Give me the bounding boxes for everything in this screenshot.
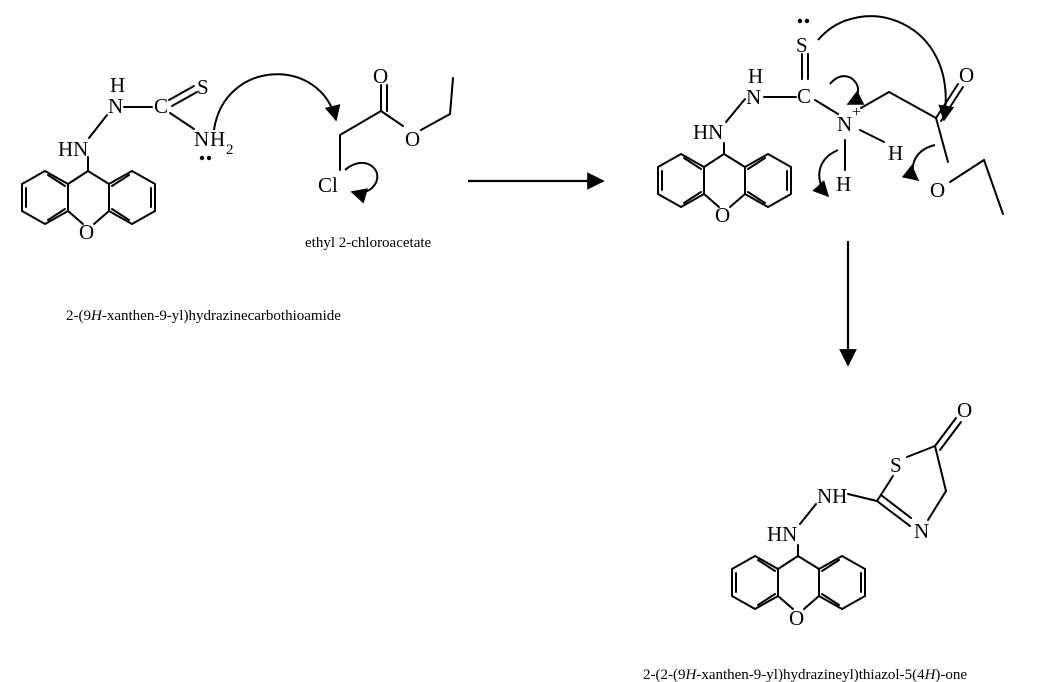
product-caption-part: 2-(2-(9 xyxy=(643,667,685,682)
nh-n-label-intermediate: N xyxy=(746,85,761,109)
hydrogen-label-right: H xyxy=(888,141,903,165)
chlorine-label: Cl xyxy=(318,173,338,197)
product-caption: 2-(2-(9H-xanthen-9-yl)hydrazineyl)thiazo… xyxy=(643,667,967,682)
reactant-thiosemicarbazide: O HN N H C S N H 2 xyxy=(21,73,234,244)
hn-label-product: HN xyxy=(767,522,797,546)
ring-sulfur-label: S xyxy=(890,453,902,477)
curly-arrow-nucleophilic-attack xyxy=(213,73,341,131)
curly-arrow-cn-bond xyxy=(829,75,865,105)
curly-arrow-chloride-leaving xyxy=(344,162,379,204)
intermediate-structure: O HN N H C S N + O O H H xyxy=(657,15,1004,227)
nh-label-product: NH xyxy=(817,484,847,508)
positive-charge: + xyxy=(852,104,861,121)
sulfur-label-reactant: S xyxy=(197,75,209,99)
lone-pair-dot xyxy=(199,155,205,161)
reactant2-caption: ethyl 2-chloroacetate xyxy=(305,235,432,251)
hydrogen-label-bottom: H xyxy=(836,172,851,196)
reactant1-caption-part: -xanthen-9-yl)hydrazinecarbothioamide xyxy=(102,308,341,324)
ring-nitrogen-label: N xyxy=(914,519,929,543)
reactant1-caption-italic: H xyxy=(90,308,103,324)
carbonyl-oxygen-label-intermediate: O xyxy=(959,63,974,87)
product-caption-part: )-one xyxy=(935,667,967,682)
lone-pair-dot xyxy=(804,18,810,24)
curly-arrow-sulfur-attack xyxy=(817,15,955,122)
ammonium-n-label: N xyxy=(837,112,852,136)
nh-h-label-reactant: H xyxy=(110,73,125,97)
thiocarbonyl-c-label: C xyxy=(154,94,168,118)
reactant1-caption-part: 2-(9 xyxy=(66,308,91,324)
curly-arrow-nh-break xyxy=(812,149,839,198)
central-c-label-intermediate: C xyxy=(797,84,811,108)
nh-h-label-intermediate: H xyxy=(748,64,763,88)
product-caption-italic: H xyxy=(684,667,697,682)
sulfur-label-intermediate: S xyxy=(796,33,808,57)
xanthene-oxygen-label: O xyxy=(79,220,94,244)
product-caption-italic: H xyxy=(924,667,937,682)
lone-pair-dot xyxy=(206,155,212,161)
xanthene-oxygen-label: O xyxy=(715,203,730,227)
lone-pair-dot xyxy=(797,18,803,24)
amine-n-label: N xyxy=(194,127,209,151)
reactant1-caption: 2-(9H-xanthen-9-yl)hydrazinecarbothioami… xyxy=(66,308,341,324)
hn-label-intermediate: HN xyxy=(693,120,723,144)
ester-oxygen-label: O xyxy=(405,127,420,151)
curly-arrow-proton-transfer xyxy=(901,144,936,182)
hn-label-reactant: HN xyxy=(58,137,88,161)
reactant-ethyl-chloroacetate: O O Cl ethyl 2-chloroacetate xyxy=(305,64,454,251)
product-thiazolone: O HN NH S N O 2-(2-(9H-xanthen-9-yl)hydr… xyxy=(643,398,972,682)
nh-n-label-reactant: N xyxy=(108,94,123,118)
product-caption-part: -xanthen-9-yl)hydrazineyl)thiazol-5(4 xyxy=(696,667,925,682)
xanthene-oxygen-label: O xyxy=(789,606,804,630)
carbonyl-oxygen-label: O xyxy=(373,64,388,88)
ester-oxygen-label-intermediate: O xyxy=(930,178,945,202)
ketone-oxygen-label: O xyxy=(957,398,972,422)
amine-subscript: 2 xyxy=(226,142,234,158)
amine-h-label: H xyxy=(210,127,225,151)
